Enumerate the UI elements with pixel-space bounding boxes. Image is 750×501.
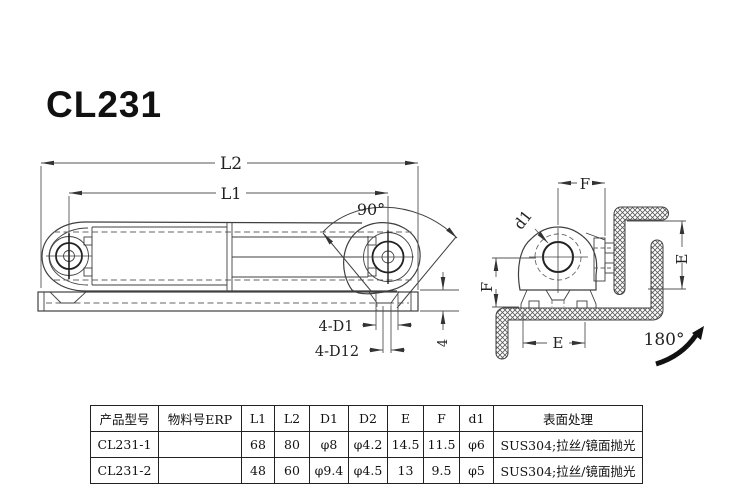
header-surface: 表面处理 bbox=[493, 405, 643, 432]
cell-model: CL231-2 bbox=[90, 457, 159, 484]
cell-e: 14.5 bbox=[387, 431, 424, 458]
right-leaf-lines bbox=[83, 236, 377, 278]
cell-model: CL231-1 bbox=[90, 431, 159, 458]
door-panel-hatched bbox=[613, 206, 669, 295]
dim-label-e-right: E bbox=[673, 254, 691, 265]
table-row: CL231-2 48 60 φ9.4 φ4.5 13 9.5 φ5 SUS304… bbox=[90, 457, 643, 484]
header-l1: L1 bbox=[241, 405, 275, 432]
hinge-top-view bbox=[37, 206, 458, 312]
dim-label-f-left: F bbox=[478, 282, 496, 292]
cell-erp bbox=[158, 457, 242, 484]
dim-label-4: 4 bbox=[436, 339, 451, 347]
header-e: E bbox=[387, 405, 424, 432]
cell-f: 11.5 bbox=[423, 431, 460, 458]
cell-d1-small: φ6 bbox=[459, 431, 494, 458]
header-product-model: 产品型号 bbox=[90, 405, 159, 432]
body-left-cap bbox=[41, 221, 87, 292]
hinge-side-view bbox=[495, 206, 704, 367]
cell-l1: 48 bbox=[241, 457, 275, 484]
header-d1-small: d1 bbox=[459, 405, 494, 432]
left-leaf-lines bbox=[91, 226, 227, 286]
cell-e: 13 bbox=[387, 457, 424, 484]
table-header-row: 产品型号 物料号ERP L1 L2 D1 D2 E F d1 表面处理 bbox=[90, 405, 643, 432]
header-d1: D1 bbox=[309, 405, 349, 432]
dim-label-4d1: 4-D1 bbox=[319, 319, 354, 335]
main-view-dimensions bbox=[40, 160, 459, 353]
cell-d1-small: φ5 bbox=[459, 457, 494, 484]
door-flange bbox=[585, 232, 619, 282]
header-l2: L2 bbox=[274, 405, 310, 432]
dim-label-d1: d1 bbox=[510, 207, 536, 233]
spec-table: 产品型号 物料号ERP L1 L2 D1 D2 E F d1 表面处理 CL23… bbox=[90, 405, 643, 484]
cell-d2: φ4.5 bbox=[348, 457, 388, 484]
dim-label-l2: L2 bbox=[220, 154, 242, 174]
pocket-hidden-lines bbox=[54, 231, 412, 281]
cell-l1: 68 bbox=[241, 431, 275, 458]
frame-panel-hatched bbox=[495, 239, 664, 360]
left-pivot bbox=[46, 233, 92, 279]
dim-label-4d12: 4-D12 bbox=[315, 344, 359, 360]
cell-surface: SUS304;拉丝/镜面抛光 bbox=[493, 431, 643, 458]
cell-l2: 60 bbox=[274, 457, 310, 484]
swung-leaf-outline bbox=[343, 222, 421, 295]
cell-f: 9.5 bbox=[423, 457, 460, 484]
base-plate bbox=[37, 291, 419, 312]
cell-d2: φ4.2 bbox=[348, 431, 388, 458]
angle-label-90: 90° bbox=[357, 200, 385, 219]
cell-surface: SUS304;拉丝/镜面抛光 bbox=[493, 457, 643, 484]
side-view-dimensions bbox=[492, 180, 686, 348]
table-row: CL231-1 68 80 φ8 φ4.2 14.5 11.5 φ6 SUS30… bbox=[90, 431, 643, 458]
cell-erp bbox=[158, 431, 242, 458]
cell-l2: 80 bbox=[274, 431, 310, 458]
pedestal bbox=[520, 289, 597, 309]
header-f: F bbox=[423, 405, 460, 432]
dim-label-f-top: F bbox=[580, 175, 590, 193]
cell-d1: φ9.4 bbox=[309, 457, 349, 484]
swing-arrow-180 bbox=[655, 333, 699, 367]
page-title: CL231 bbox=[46, 84, 163, 125]
swing-arrowhead bbox=[692, 326, 704, 340]
dim-label-l1: L1 bbox=[221, 184, 242, 203]
right-pivot bbox=[362, 230, 414, 284]
angle-label-180: 180° bbox=[644, 330, 685, 350]
swing-construction bbox=[322, 206, 458, 309]
header-d2: D2 bbox=[348, 405, 388, 432]
body-left-cap-inner bbox=[48, 227, 89, 286]
dim-label-e-bottom: E bbox=[553, 334, 564, 352]
knuckle-outline bbox=[517, 226, 598, 291]
cell-d1: φ8 bbox=[309, 431, 349, 458]
header-erp: 物料号ERP bbox=[158, 405, 242, 432]
